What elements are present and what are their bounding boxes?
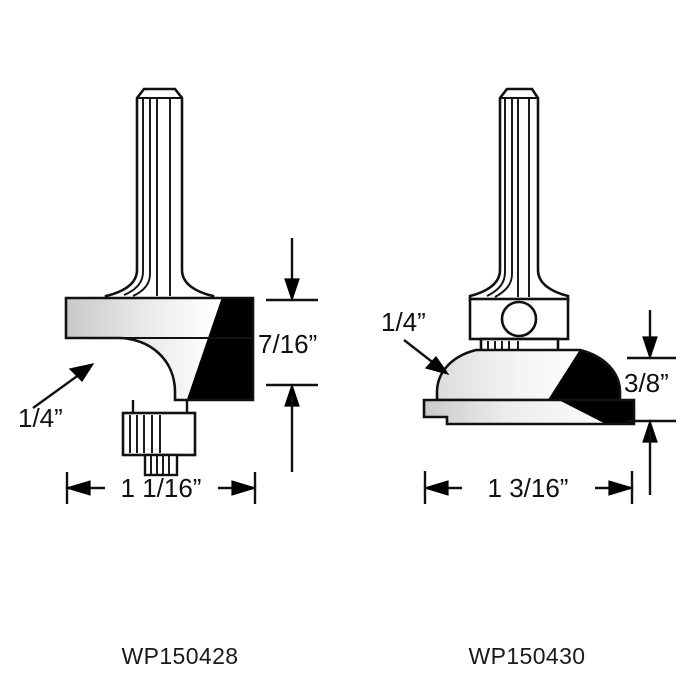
right-dome-outline: [435, 348, 622, 402]
left-bearing-knurl: [129, 415, 161, 453]
left-part-number: WP150428: [122, 643, 239, 669]
left-body-outline: [64, 296, 255, 402]
right-shank-outline: [468, 87, 570, 302]
left-screw-knurl: [150, 456, 170, 474]
left-carbide-flute: [185, 298, 253, 400]
left-bearing-screw: [143, 453, 179, 477]
left-width-right-arrow: [231, 480, 258, 496]
right-radius-callout: 1/4”: [381, 307, 450, 376]
right-cutter-dome: [435, 348, 622, 402]
router-bit-right: 1/4” 3/8” 1 3/16” WP150430: [381, 87, 676, 669]
right-base-plate-outline: [422, 398, 636, 426]
left-height-upper-arrow: [284, 278, 300, 302]
right-collar: [468, 297, 570, 341]
left-width-label: 1 1/16”: [121, 473, 202, 503]
left-shank-flutes: [123, 97, 171, 297]
right-radius-arrowhead: [424, 356, 450, 376]
right-height-label: 3/8”: [624, 368, 669, 398]
left-height-label: 7/16”: [258, 329, 317, 359]
left-cutter-body: [64, 296, 255, 402]
left-radius-callout: 1/4”: [18, 363, 95, 433]
right-width-label: 1 3/16”: [488, 473, 569, 503]
left-shank-outline: [104, 87, 215, 301]
right-width-dimension: 1 3/16”: [422, 471, 635, 504]
right-part-number: WP150430: [469, 643, 586, 669]
left-bearing-assembly: [121, 400, 197, 477]
right-height-upper-arrow: [642, 336, 658, 360]
left-height-dimension: 7/16”: [258, 238, 318, 472]
right-height-dimension: 3/8”: [624, 310, 676, 495]
right-width-left-arrow: [422, 480, 449, 496]
left-bearing-outer: [121, 411, 197, 457]
right-shank-flutes: [486, 97, 530, 298]
left-width-left-arrow: [64, 480, 91, 496]
right-width-right-arrow: [608, 480, 635, 496]
left-shank: [104, 87, 215, 301]
left-radius-label: 1/4”: [18, 403, 63, 433]
right-base-plate: [422, 398, 636, 426]
left-width-dimension: 1 1/16”: [64, 472, 258, 504]
right-shank: [468, 87, 570, 302]
router-bit-left: 1/4” 7/16” 1 1/16” WP150428: [18, 87, 318, 669]
right-radius-label: 1/4”: [381, 307, 426, 337]
left-radius-arrowhead: [68, 363, 95, 382]
right-collar-hole: [500, 300, 538, 338]
